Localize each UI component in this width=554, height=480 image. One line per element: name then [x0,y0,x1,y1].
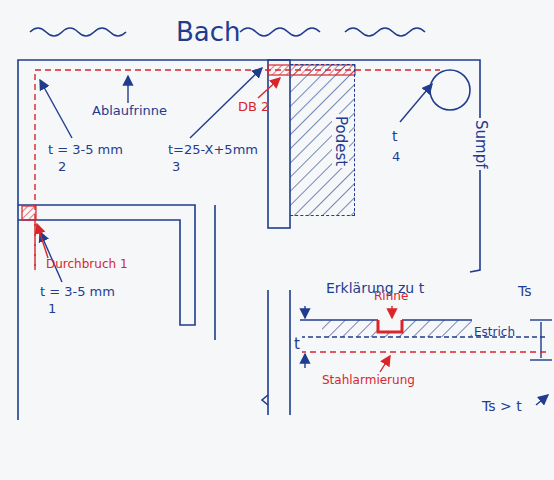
callout-number: 3 [172,160,180,175]
title: Bach [176,18,241,48]
note: Ts > t [482,398,522,414]
node-text: Sumpf [472,118,489,170]
callout-number: 2 [58,160,66,175]
dimension: t [392,128,398,144]
dimension: Ts [518,283,532,299]
dimension: t = 3-5 mm [40,285,115,300]
dimension: t=25-X+5mm [168,143,258,158]
dimension: t [292,336,302,353]
landing-box: Podest [290,64,355,216]
callout-number: 1 [48,302,56,317]
part-label: Stahlarmierung [322,374,415,388]
node-text: Podest [332,114,349,168]
sump-circle: Sumpf [430,70,470,110]
part-label: Ablaufrinne [92,104,167,119]
part-label: Durchbruch 1 [46,258,128,272]
callout-number: 4 [392,150,400,165]
part-label: Estrich [474,326,515,340]
part-label: DB 2 [238,100,269,115]
dimension: t = 3-5 mm [48,143,123,158]
part-label: Rinne [374,290,408,304]
